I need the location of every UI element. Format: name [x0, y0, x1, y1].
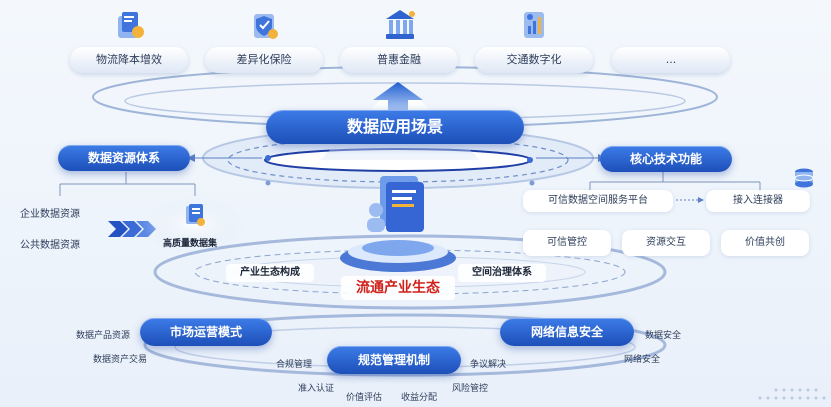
enterprise-data-label: 企业数据资源 — [20, 209, 80, 220]
data-resource-title: 数据资源体系 — [58, 145, 190, 171]
core-tech-title: 核心技术功能 — [600, 146, 732, 172]
platform-box: 可信数据空间服务平台 — [523, 190, 673, 212]
bank-icon — [386, 10, 415, 39]
dataset-label: 高质量数据集 — [163, 239, 218, 249]
scenario-traffic: 交通数字化 — [475, 47, 593, 73]
security-network: 网络安全 — [624, 355, 661, 365]
public-data-label: 公共数据资源 — [20, 240, 80, 251]
governance-valuation: 价值评估 — [346, 393, 383, 403]
governance-dispute: 争议解决 — [470, 360, 507, 370]
governance-risk-control: 风险管控 — [452, 384, 489, 394]
logistics-icon — [118, 12, 144, 38]
governance-title: 规范管理机制 — [327, 346, 461, 374]
market-item-data-products: 数据产品资源 — [76, 331, 131, 341]
ecosystem-core-icon — [367, 176, 424, 232]
ecosystem-center-title: 流通产业生态 — [341, 276, 455, 300]
up-arrow — [373, 82, 423, 112]
scenario-more: ... — [612, 47, 730, 73]
center-title: 数据应用场景 — [266, 110, 524, 144]
insurance-icon — [254, 14, 278, 39]
governance-access-cert: 准入认证 — [298, 384, 335, 394]
industry-ecosystem-label: 产业生态构成 — [226, 264, 314, 282]
resource-interaction-box: 资源交互 — [622, 230, 710, 256]
database-icon — [794, 168, 814, 188]
scenario-insurance: 差异化保险 — [205, 47, 323, 73]
scenario-logistics: 物流降本增效 — [70, 47, 188, 73]
governance-revenue-split: 收益分配 — [401, 393, 438, 403]
trusted-control-box: 可信管控 — [523, 230, 611, 256]
security-data: 数据安全 — [645, 331, 682, 341]
governance-compliance: 合规管理 — [276, 360, 313, 370]
space-governance-label: 空间治理体系 — [458, 264, 546, 282]
bottom-ring-outer — [153, 234, 667, 310]
governance-ring-outer — [143, 313, 667, 377]
traffic-digitization-icon — [524, 12, 544, 38]
value-cocreation-box: 价值共创 — [721, 230, 809, 256]
dataset-icon — [186, 204, 205, 226]
market-operation-title: 市场运营模式 — [140, 318, 272, 346]
network-security-title: 网络信息安全 — [500, 318, 634, 346]
scenario-finance: 普惠金融 — [340, 47, 458, 73]
connector-box: 接入连接器 — [706, 190, 810, 212]
market-item-asset-trading: 数据资产交易 — [93, 355, 148, 365]
